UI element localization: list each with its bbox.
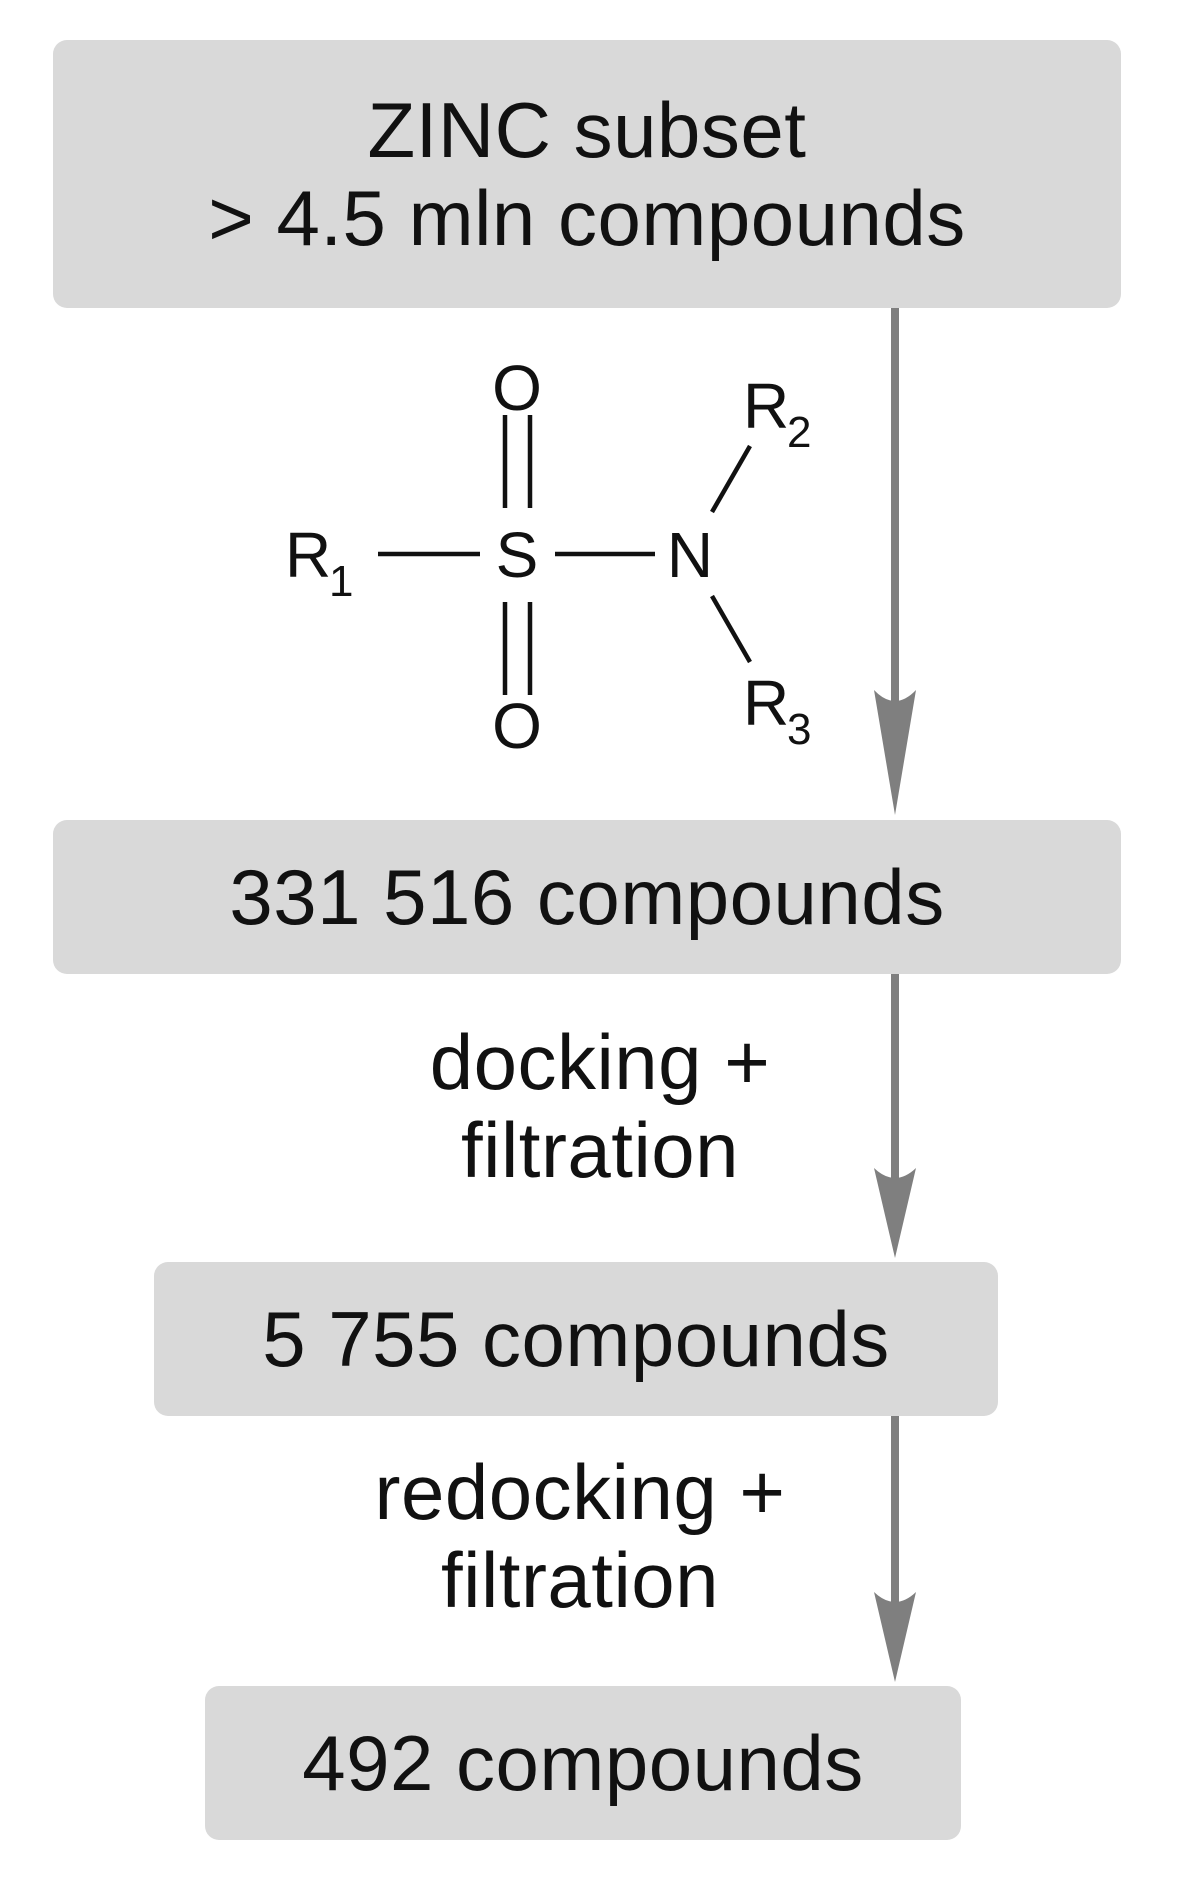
redocking-step-line2: filtration — [440, 1536, 720, 1625]
sulfonamide-structure: O S O N R 1 R 2 R 3 — [285, 352, 811, 762]
source-library-size: > 4.5 mln compounds — [208, 174, 966, 262]
arrow-redocking-filtration — [874, 1416, 916, 1682]
atom-oxygen-top: O — [492, 352, 542, 424]
atom-nitrogen: N — [667, 519, 713, 591]
substituent-r2-subscript: 2 — [787, 408, 811, 457]
substituent-r2: R — [743, 370, 789, 442]
redocking-step-label: redocking + filtration — [280, 1448, 880, 1624]
sulfonamide-subset-count: 331 516 compounds — [229, 852, 945, 941]
docking-step-line1: docking + — [429, 1018, 771, 1106]
docking-step-line2: filtration — [460, 1106, 740, 1195]
final-hits-box: 492 compounds — [205, 1686, 961, 1840]
redocking-step-line1: redocking + — [374, 1448, 786, 1536]
substituent-r3: R — [743, 667, 789, 739]
arrow-docking-filtration — [874, 974, 916, 1258]
bond-n-r2 — [710, 444, 752, 514]
source-library-box: ZINC subset > 4.5 mln compounds — [53, 40, 1121, 308]
substituent-r3-subscript: 3 — [787, 705, 811, 754]
docking-result-count: 5 755 compounds — [262, 1294, 890, 1383]
arrow-filter-structure — [874, 308, 916, 815]
docking-step-label: docking + filtration — [340, 1018, 860, 1194]
final-hits-count: 492 compounds — [302, 1718, 864, 1807]
substituent-r1-subscript: 1 — [329, 557, 353, 606]
bond-n-r3 — [710, 594, 752, 664]
atom-sulfur: S — [496, 519, 539, 591]
atom-oxygen-bottom: O — [492, 690, 542, 762]
source-library-name: ZINC subset — [367, 85, 807, 174]
substituent-r1: R — [285, 519, 331, 591]
sulfonamide-subset-box: 331 516 compounds — [53, 820, 1121, 974]
docking-result-box: 5 755 compounds — [154, 1262, 998, 1416]
